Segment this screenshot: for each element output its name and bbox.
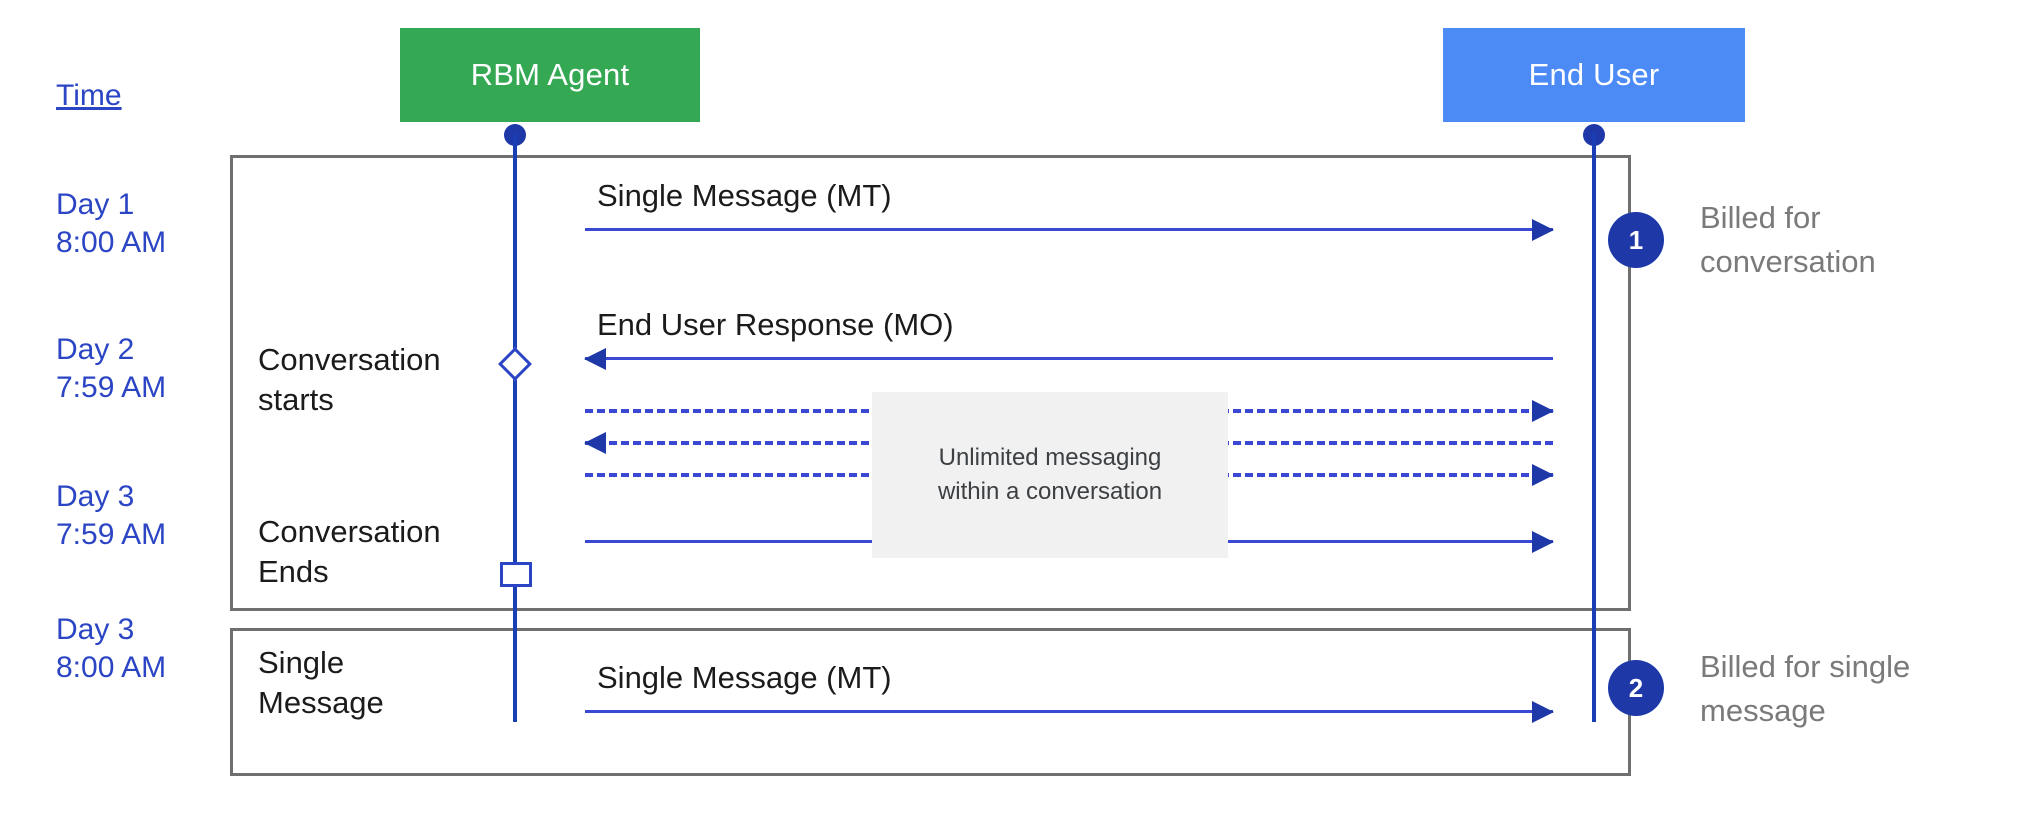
actor-box-rbm-agent: RBM Agent (400, 28, 700, 122)
arrowhead-left-icon (584, 348, 606, 370)
note-unlimited-messaging: Unlimited messaging within a conversatio… (872, 392, 1228, 558)
single-message-frame (230, 628, 1631, 776)
message-arrow-single-message-mt-top (585, 219, 1554, 241)
callout-badge-2: 2 (1608, 660, 1664, 716)
time-axis-heading: Time (56, 79, 122, 112)
conversation-frame (230, 155, 1631, 611)
arrowhead-right-icon (1532, 464, 1554, 486)
lifeline-rbm-agent (513, 134, 517, 722)
message-line (585, 710, 1553, 713)
message-arrow-single-message-mt-bottom (585, 701, 1554, 723)
message-line (585, 357, 1553, 360)
message-label-end-user-response-mo: End User Response (MO) (597, 307, 954, 342)
arrowhead-right-icon (1532, 531, 1554, 553)
actor-box-end-user: End User (1443, 28, 1745, 122)
caption-conversation-ends: Conversation Ends (258, 514, 441, 589)
lifeline-end-user (1592, 134, 1596, 722)
message-label-single-message-mt-bottom: Single Message (MT) (597, 660, 892, 695)
caption-single-message: Single Message (258, 645, 384, 720)
time-label-day1-8am: Day 1 8:00 AM (56, 188, 167, 259)
callout-badge-1: 1 (1608, 212, 1664, 268)
message-arrow-end-user-response-mo (584, 348, 1553, 370)
conversation-end-square-icon (500, 562, 532, 587)
caption-conversation-starts: Conversation starts (258, 342, 441, 417)
message-label-single-message-mt-top: Single Message (MT) (597, 178, 892, 213)
arrowhead-right-icon (1532, 701, 1554, 723)
callout-text-billed-for-single-message: Billed for single message (1700, 649, 1911, 728)
time-label-day2-759am: Day 2 7:59 AM (56, 333, 167, 404)
arrowhead-right-icon (1532, 219, 1554, 241)
message-line (585, 228, 1553, 231)
arrowhead-right-icon (1532, 400, 1554, 422)
callout-text-billed-for-conversation: Billed for conversation (1700, 200, 1876, 279)
arrowhead-left-icon (584, 432, 606, 454)
time-label-day3-8am: Day 3 8:00 AM (56, 613, 167, 684)
time-label-day3-759am: Day 3 7:59 AM (56, 480, 167, 551)
